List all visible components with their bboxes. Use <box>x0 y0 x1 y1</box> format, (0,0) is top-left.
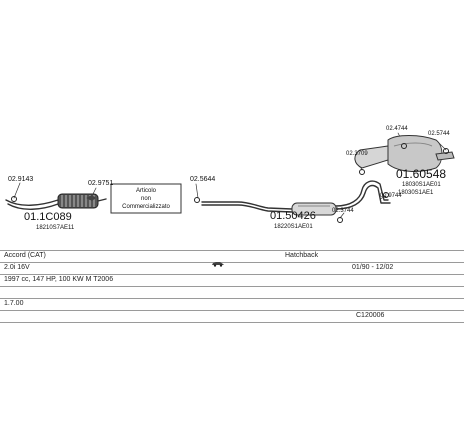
hanger-icon <box>401 143 407 149</box>
exhaust-system-diagram: Articolo non Commercializzato 02.9143 01… <box>5 126 455 231</box>
part-label: 02.3709 <box>346 151 368 157</box>
part-number-main: 01.50426 <box>270 210 316 222</box>
not-sold-line1: Articolo <box>136 188 157 194</box>
part-label: 02.3744 <box>332 208 354 214</box>
hanger-icon <box>11 196 17 202</box>
table-rule <box>0 298 464 299</box>
part-label: 02.9143 <box>8 176 33 183</box>
model-name: Accord (CAT) <box>4 252 46 259</box>
part-ref: 18220S1AE01 <box>274 224 313 230</box>
part-number-main: 01.1C089 <box>24 211 72 223</box>
hanger-icon <box>383 192 389 198</box>
table-rule <box>0 322 464 323</box>
front-pipe-tail <box>97 198 107 202</box>
not-sold-line2: non <box>141 196 151 202</box>
rear-pipe <box>335 180 389 207</box>
catalog-code: C120006 <box>356 312 385 319</box>
not-sold-line3: Commercializzato <box>122 204 170 210</box>
car-icon <box>211 254 225 267</box>
table-rule <box>0 262 464 263</box>
part-label: 02.9744 <box>380 193 402 199</box>
hanger-icon <box>443 148 449 154</box>
part-label: 02.9751 <box>88 180 113 187</box>
table-rule <box>0 274 464 275</box>
table-rule <box>0 286 464 287</box>
center-pipe <box>201 201 293 210</box>
hanger-icon <box>359 169 365 175</box>
part-ref: 18030S1AE01 <box>402 182 441 188</box>
extra-info: 1.7.00 <box>4 300 24 307</box>
model-years: 01/90 - 12/02 <box>352 264 394 271</box>
hanger-icon <box>194 197 200 203</box>
part-label: 02.5744 <box>428 131 450 137</box>
rear-pipe-lower <box>335 184 391 210</box>
table-rule <box>0 250 464 251</box>
table-rule <box>0 310 464 311</box>
part-label: 02.4744 <box>386 126 408 132</box>
part-number-main: 01.60548 <box>396 167 446 181</box>
center-pipe-lower <box>201 204 293 213</box>
part-label: 02.5644 <box>190 176 215 183</box>
part-ref: 18210S7AE11 <box>36 225 75 231</box>
not-sold-box <box>110 183 182 214</box>
engine-specs: 1997 cc, 147 HP, 100 KW M T2006 <box>4 276 114 283</box>
body-type: Hatchback <box>285 252 319 259</box>
hanger-icon <box>337 217 343 223</box>
part-ref: 18030S1AE1 <box>398 190 434 196</box>
front-downpipe <box>5 199 59 206</box>
engine: 2.0i 16V <box>4 264 30 271</box>
front-downpipe-lower <box>7 203 59 210</box>
clamp-icon <box>86 195 96 201</box>
